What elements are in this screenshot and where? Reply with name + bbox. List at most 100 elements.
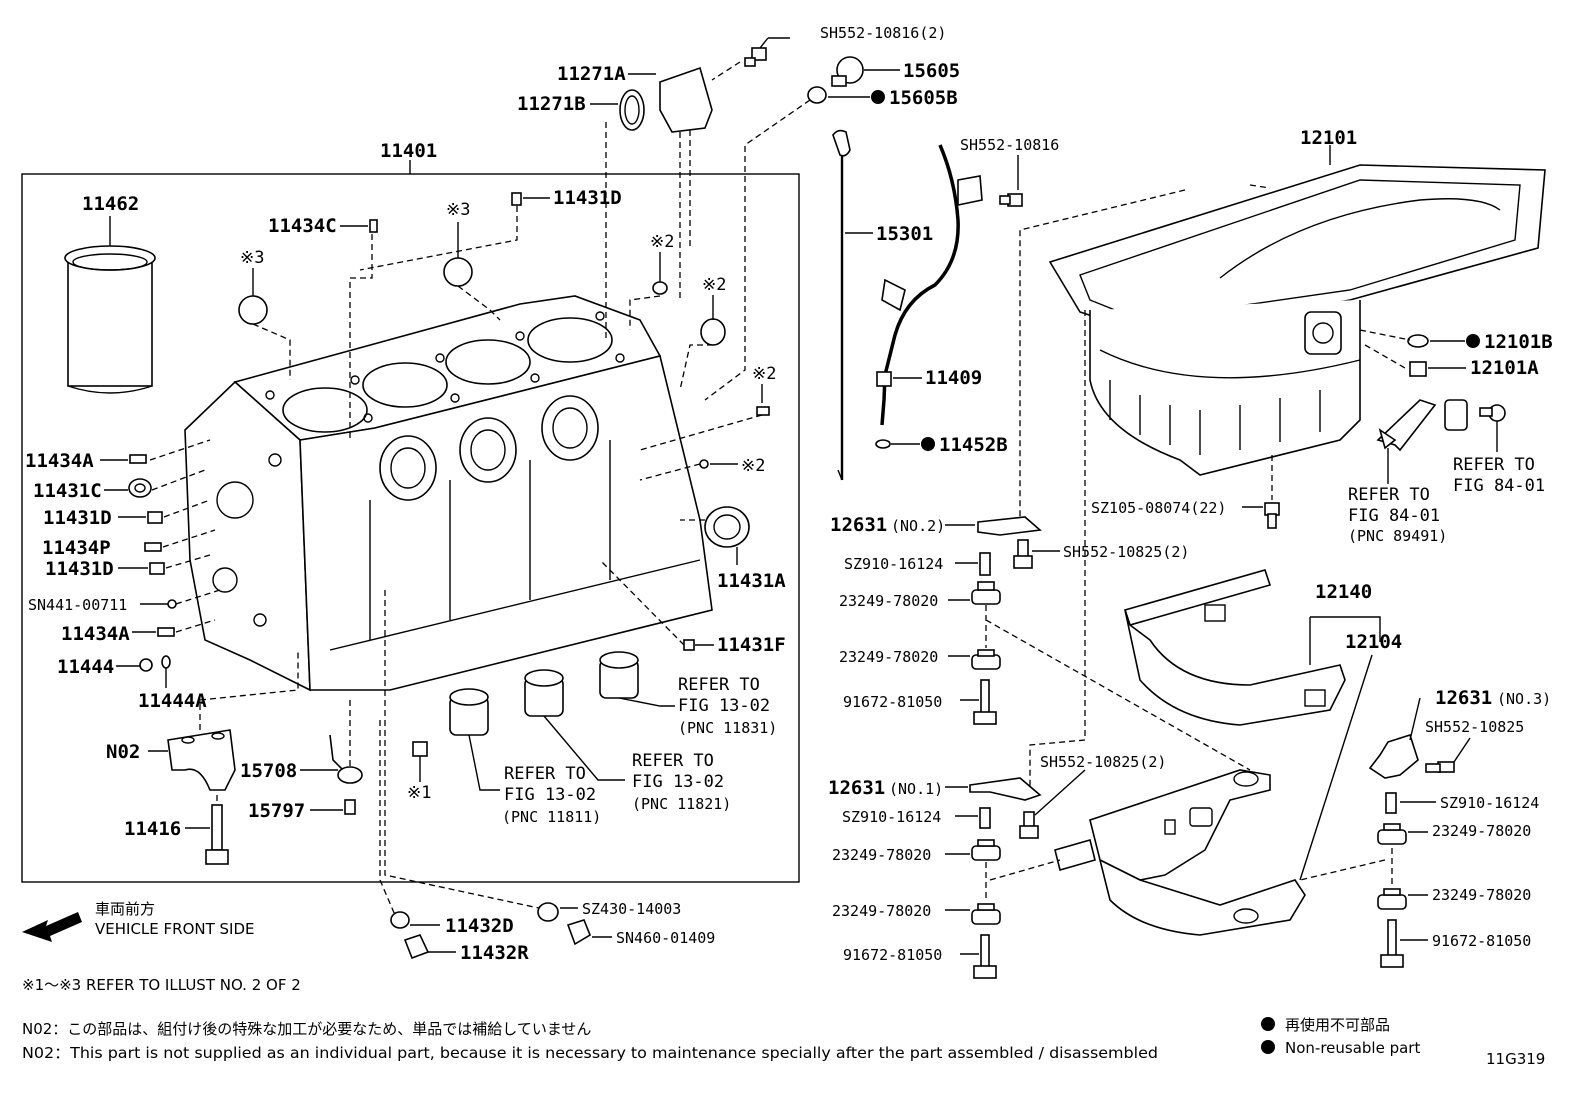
part-label-line1[interactable]: REFER TO [1453,455,1535,475]
stiffener-plate-part[interactable] [1054,769,1306,936]
part-label-p11271a[interactable]: 11271A [557,63,626,85]
part-label-sh552-10816[interactable]: SH552-10816 [960,136,1059,154]
sz430-sn460-parts[interactable] [537,902,591,946]
part-label-p12104[interactable]: 12104 [1345,631,1402,653]
collar-sz910-c[interactable] [1385,792,1397,814]
part-label-p15605[interactable]: 15605 [903,60,960,82]
oil-filler-cap-part[interactable] [807,56,864,104]
part-label-line1[interactable]: REFER TO [504,764,586,784]
label-11462[interactable]: 11462 [82,193,139,215]
part-label-sz910-c[interactable]: SZ910-16124 [1440,794,1539,812]
dipstick-guide-part[interactable] [876,144,983,426]
part-label-p11409[interactable]: 11409 [925,367,982,389]
part-label-line2[interactable]: FIG 84-01 [1348,506,1440,526]
part-label-p23249-f[interactable]: 23249-78020 [1432,886,1531,904]
oil-jet-part[interactable] [329,734,363,815]
o-ring-11452b[interactable] [875,439,891,449]
part-label-p12631-no2[interactable]: 12631 [830,514,887,536]
cushion-e[interactable] [1377,823,1407,845]
bolt-sh552-10816-2[interactable] [744,47,767,67]
part-label-sn441[interactable]: SN441-00711 [28,596,127,614]
part-label-sz430[interactable]: SZ430-14003 [582,900,681,918]
bolt-sh552-10825-b[interactable] [1019,811,1039,839]
cylinder-block-part[interactable] [184,295,713,692]
part-label-p12101a[interactable]: 12101A [1470,357,1539,379]
cushion-d[interactable] [971,903,1001,925]
part-label-p11434a-2[interactable]: 11434A [61,623,130,645]
bolt-sh552-10825-c[interactable] [1425,761,1455,773]
part-label-p11434c[interactable]: 11434C [268,215,337,237]
part-label-p11444a[interactable]: 11444A [138,690,207,712]
label-11401[interactable]: 11401 [380,140,437,162]
part-label-sz105[interactable]: SZ105-08074(22) [1091,499,1226,517]
oil-level-sensor-part[interactable] [1376,399,1506,452]
part-label-p11416[interactable]: 11416 [124,818,181,840]
part-label-pnc[interactable]: (PNC 11821) [632,795,731,813]
part-label-p12101b[interactable]: 12101B [1484,331,1553,353]
part-label-p23249-a[interactable]: 23249-78020 [839,592,938,610]
dipstick-part[interactable] [832,129,851,481]
part-label-p91672-b[interactable]: 91672-81050 [843,946,942,964]
part-label-line2[interactable]: FIG 13-02 [504,785,596,805]
part-label-no2[interactable]: (NO.2) [891,517,945,535]
part-label-p12631-no1[interactable]: 12631 [828,777,885,799]
part-label-p11432r[interactable]: 11432R [460,942,529,964]
part-label-pnc[interactable]: (PNC 11811) [502,808,601,826]
bracket-12631-no2[interactable] [977,516,1042,536]
part-label-pnc[interactable]: (PNC 11831) [678,719,777,737]
part-label-p11432d[interactable]: 11432D [445,915,514,937]
part-label-p11271b[interactable]: 11271B [517,93,586,115]
part-label-p91672-c[interactable]: 91672-81050 [1432,932,1531,950]
baffle-plate-part[interactable] [1123,569,1346,726]
bolt-sh552-10825-a[interactable] [1013,539,1033,569]
part-label-line2[interactable]: FIG 84-01 [1453,476,1545,496]
part-label-no3[interactable]: (NO.3) [1497,690,1551,708]
rear-seal-part[interactable] [704,506,750,548]
part-label-p15605b[interactable]: 15605B [889,87,958,109]
part-label-p91672-a[interactable]: 91672-81050 [843,693,942,711]
part-label-p12101[interactable]: 12101 [1300,127,1357,149]
bracket-12631-no3[interactable] [1368,733,1419,779]
part-label-line2[interactable]: FIG 13-02 [678,696,770,716]
plug-m1[interactable] [412,741,428,757]
part-label-p11431d-top[interactable]: 11431D [553,187,622,209]
part-label-line2[interactable]: FIG 13-02 [632,772,724,792]
part-label-sz910-b[interactable]: SZ910-16124 [842,808,941,826]
part-label-p12631-no3[interactable]: 12631 [1435,687,1492,709]
part-label-n02[interactable]: N02 [106,741,140,763]
part-label-p11431d-2[interactable]: 11431D [43,507,112,529]
cushion-a[interactable] [971,581,1001,605]
part-label-no1[interactable]: (NO.1) [889,780,943,798]
part-label-line1[interactable]: REFER TO [678,675,760,695]
cushion-c[interactable] [971,839,1001,861]
part-label-sz910-a[interactable]: SZ910-16124 [844,555,943,573]
part-label-p11431c[interactable]: 11431C [33,480,102,502]
part-label-p11452b[interactable]: 11452B [939,434,1008,456]
cylinder-liner-part[interactable] [64,245,156,394]
part-label-sh552-10816-2[interactable]: SH552-10816(2) [820,24,946,42]
cam-bushing-parts[interactable] [449,651,639,736]
cover-11271a-part[interactable] [659,66,713,133]
plug-11431f[interactable] [683,639,695,651]
drain-cock-parts[interactable] [390,911,430,960]
part-label-p12140[interactable]: 12140 [1315,581,1372,603]
cushion-b[interactable] [971,649,1001,670]
part-label-sh552-10825[interactable]: SH552-10825 [1425,718,1524,736]
part-label-p11434a-1[interactable]: 11434A [25,450,94,472]
oil-pan-part[interactable] [1048,164,1546,476]
part-label-p23249-e[interactable]: 23249-78020 [1432,822,1531,840]
gasket-12101b[interactable] [1407,334,1429,348]
bolt-91672-b[interactable] [973,934,997,979]
part-label-p11431d-3[interactable]: 11431D [45,558,114,580]
bolt-91672-c[interactable] [1380,919,1404,968]
collar-sz910-b[interactable] [979,807,991,829]
part-label-p23249-c[interactable]: 23249-78020 [832,846,931,864]
gasket-11271b-part[interactable] [619,89,645,131]
bolt-sh552-10816[interactable] [999,193,1023,207]
part-label-sh552-10825-2a[interactable]: SH552-10825(2) [1063,543,1189,561]
part-label-sn460[interactable]: SN460-01409 [616,929,715,947]
part-label-p11431a[interactable]: 11431A [717,570,786,592]
bolt-11416-part[interactable] [205,804,229,865]
part-label-line1[interactable]: REFER TO [1348,485,1430,505]
drain-plug-12101a[interactable] [1409,361,1427,377]
